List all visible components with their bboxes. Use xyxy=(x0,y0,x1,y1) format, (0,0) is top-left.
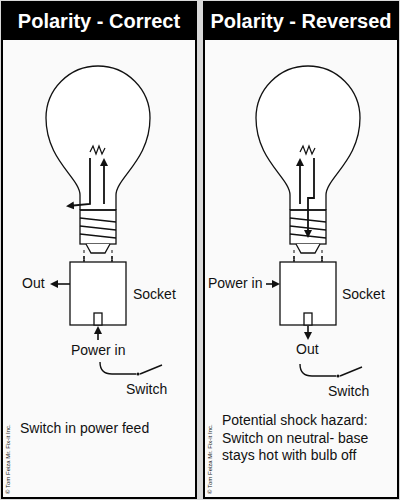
copyright: © Tom Feiza Mr. Fix-it Inc. xyxy=(207,424,215,494)
wire-label: Out xyxy=(296,341,319,359)
panel-title: Polarity - Reversed xyxy=(210,10,391,33)
part-label: Socket xyxy=(133,286,176,304)
wire-label: Power in xyxy=(71,342,125,360)
part-label: Socket xyxy=(342,286,385,304)
note: Potential shock hazard: Switch on neutra… xyxy=(222,412,394,465)
copyright: © Tom Feiza Mr. Fix-it Inc. xyxy=(5,424,13,494)
wire-label: Power in xyxy=(208,275,262,293)
wire-label: Out xyxy=(22,275,45,293)
title-bar: Polarity - Correct xyxy=(2,2,196,40)
title-bar: Polarity - Reversed xyxy=(204,2,398,40)
part-label: Switch xyxy=(328,383,369,401)
note: Switch in power feed xyxy=(20,420,192,438)
panel-title: Polarity - Correct xyxy=(18,10,180,33)
part-label: Switch xyxy=(126,381,167,399)
